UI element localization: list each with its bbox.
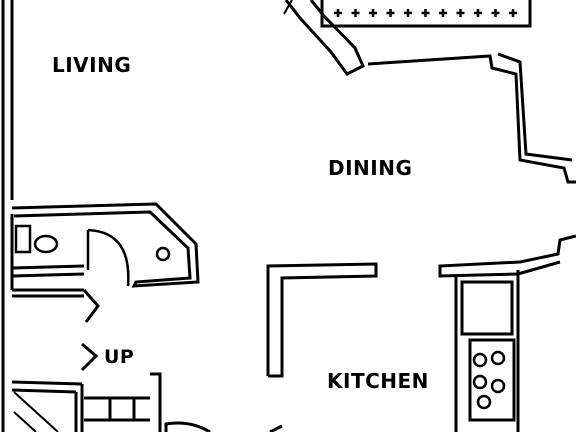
railing-cross-icon	[456, 9, 465, 17]
room-label-dining: DINING	[328, 156, 413, 180]
railing-cross-icon	[439, 9, 447, 17]
sink-icon	[155, 246, 171, 262]
left-exterior-wall	[1, 0, 14, 432]
bathroom-door-swing	[86, 228, 130, 287]
room-label-living: LIVING	[52, 53, 132, 77]
burner-icon	[490, 378, 506, 394]
railing-cross-icon	[421, 9, 430, 17]
railing-cross-icon	[404, 9, 412, 17]
bathroom-block	[10, 202, 200, 298]
dining-bay-wall	[367, 52, 576, 278]
toilet-tank-icon	[14, 224, 32, 254]
burner-icon	[476, 394, 492, 410]
kitchen-walls	[266, 262, 378, 432]
burner-icon	[472, 352, 488, 368]
stove-icon	[468, 338, 516, 422]
top-railing	[320, 0, 532, 28]
railing-cross-icon	[386, 9, 395, 17]
railing-crosses	[334, 9, 517, 17]
room-label-kitchen: KITCHEN	[327, 369, 429, 393]
stairs-lower	[11, 372, 211, 432]
burner-icon	[490, 350, 506, 366]
stair-arrows	[80, 289, 100, 372]
burner-icon	[472, 374, 488, 390]
railing-cross-icon	[491, 9, 500, 17]
kitchen-counter	[454, 270, 520, 432]
railing-cross-icon	[369, 9, 377, 17]
railing-cross-icon	[334, 9, 342, 17]
angled-entry-wall	[283, 0, 365, 76]
railing-cross-icon	[474, 9, 482, 17]
toilet-bowl-icon	[33, 234, 59, 254]
railing-cross-icon	[351, 9, 360, 17]
stairs-up-label: UP	[104, 346, 135, 368]
railing-cross-icon	[509, 9, 517, 17]
refrigerator-icon	[460, 280, 514, 336]
